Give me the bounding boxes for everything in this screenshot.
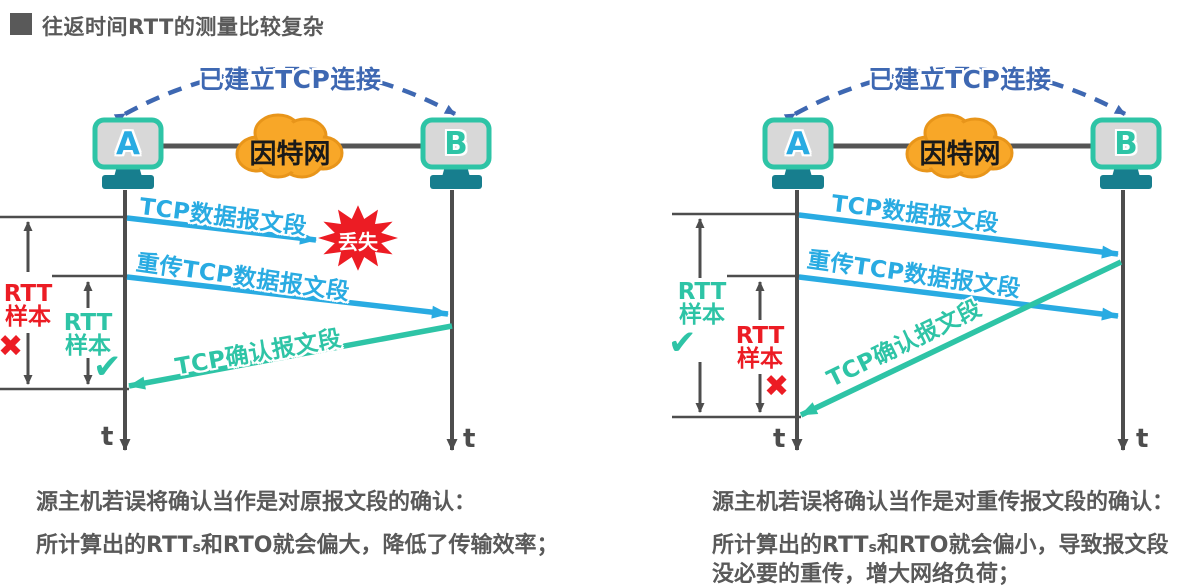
lost-label: 丢失 [338, 230, 378, 254]
host-b-label: B [1114, 126, 1138, 162]
caption-line2: 所计算出的RTTs和RTO就会偏大，降低了传输效率； [36, 533, 559, 558]
internet-label: 因特网 [249, 139, 331, 170]
time-axis-label-b: t [463, 424, 476, 454]
check-icon: ✔ [93, 347, 122, 387]
check-icon: ✔ [668, 323, 697, 363]
ack-segment-arrow [799, 259, 1123, 418]
caption-line1: 源主机若误将确认当作是对重传报文段的确认： [712, 490, 1175, 515]
square-bullet-icon [10, 13, 32, 35]
right-diagram-geometry [672, 66, 1159, 451]
rtt-sample-inner-label: RTT 样本 [735, 323, 785, 372]
tcp-connection-arc [113, 66, 457, 124]
data-segment-arrow [798, 212, 1119, 259]
rtt-sample-outer-label: RTT 样本 [677, 279, 727, 328]
connection-arc-label: 已建立TCP连接 [868, 65, 1052, 94]
host-b-label: B [444, 126, 468, 162]
rtt-sample-inner-label: RTT 样本 [63, 310, 113, 359]
ack-segment-arrow [128, 323, 453, 390]
internet-label: 因特网 [919, 139, 1001, 170]
retransmit-segment-arrow [798, 274, 1119, 321]
caption-line2: 所计算出的RTTs和RTO就会偏小，导致报文段 [712, 533, 1169, 558]
host-a-label: A [786, 126, 810, 162]
time-axis-label-a: t [101, 422, 114, 452]
tcp-connection-arc [783, 66, 1127, 124]
caption-line1: 源主机若误将确认当作是对原报文段的确认： [36, 490, 477, 515]
time-axis-label-a: t [773, 424, 786, 454]
caption-line3: 没必要的重传，增大网络负荷； [712, 562, 1021, 587]
left-diagram-geometry [0, 66, 489, 451]
time-axis-label-b: t [1136, 424, 1149, 454]
retransmit-segment-arrow [126, 274, 449, 319]
data-segment-arrow [126, 215, 317, 245]
cross-icon: ✖ [764, 369, 790, 404]
page-title: 往返时间RTT的测量比较复杂 [42, 15, 325, 39]
rtt-sample-outer-label: RTT 样本 [3, 281, 53, 330]
host-a-label: A [116, 126, 140, 162]
connection-arc-label: 已建立TCP连接 [198, 65, 382, 94]
cross-icon: ✖ [0, 329, 24, 364]
